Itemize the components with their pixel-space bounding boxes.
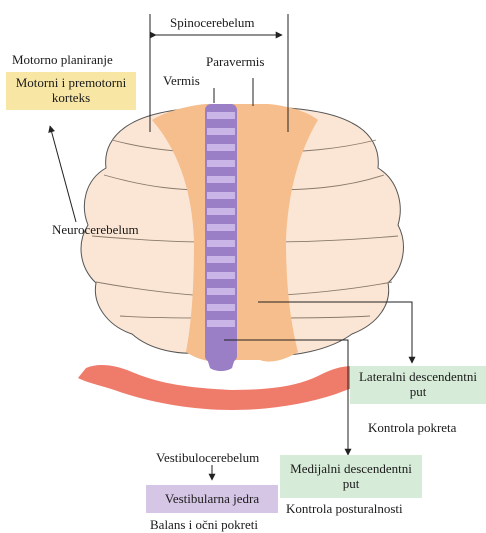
neurocerebelum-label: Neurocerebelum — [52, 222, 139, 237]
deep-nucleus-band — [78, 365, 372, 410]
vermis-label: Vermis — [163, 73, 200, 88]
paravermis-label: Paravermis — [206, 54, 264, 69]
medijalni-box-line2: put — [280, 476, 422, 491]
vermis-tip — [205, 352, 237, 371]
vestibularna-box-line: Vestibularna jedra — [146, 491, 278, 506]
motorni-box-text: Motorni i premotorni korteks — [6, 72, 136, 110]
kontrola-pokreta-label: Kontrola pokreta — [368, 420, 456, 435]
medijalni-box-text: Medijalni descendentni put — [280, 455, 422, 498]
motorni-box-line1: Motorni i premotorni — [6, 75, 136, 90]
motorni-box-line2: korteks — [6, 90, 136, 105]
kontrola-posturalnosti-label: Kontrola posturalnosti — [286, 501, 403, 516]
balans-label: Balans i očni pokreti — [150, 517, 258, 532]
spinocerebelum-label: Spinocerebelum — [170, 15, 254, 30]
lateralni-box-line2: put — [350, 384, 486, 399]
lateralni-box-line1: Lateralni descendentni — [350, 369, 486, 384]
medijalni-box-line1: Medijalni descendentni — [280, 461, 422, 476]
motorno-planiranje-label: Motorno planiranje — [12, 52, 113, 67]
vestibulocerebelum-label: Vestibulocerebelum — [156, 450, 259, 465]
vestibularna-box-text: Vestibularna jedra — [146, 485, 278, 513]
lateralni-box-text: Lateralni descendentni put — [350, 366, 486, 404]
